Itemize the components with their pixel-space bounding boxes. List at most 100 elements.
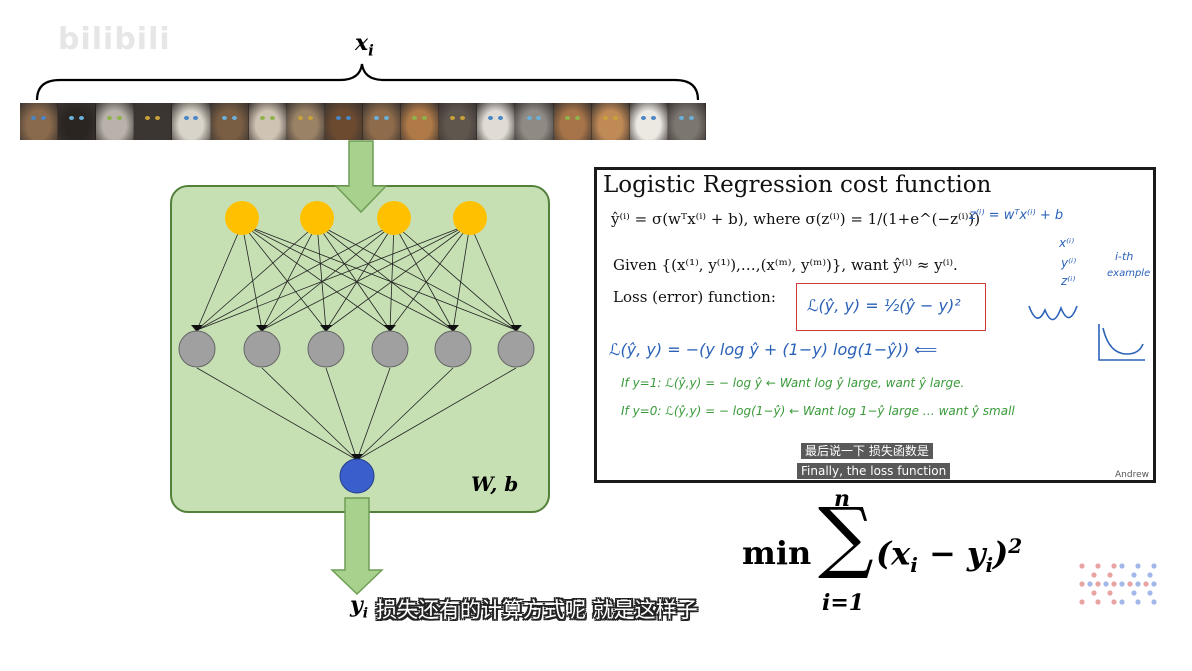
cat-eye: [498, 116, 504, 120]
logo-dot: [1119, 563, 1125, 569]
slide-subtitle-cn-wrap: 最后说一下 损失函数是: [801, 440, 933, 459]
loss-formula-box: ℒ(ŷ, y) = ½(ŷ − y)²: [796, 283, 986, 331]
edge-line: [325, 223, 471, 331]
input-node: [300, 201, 334, 235]
cat-image: [210, 103, 249, 140]
note-x: x⁽ⁱ⁾: [1059, 236, 1075, 250]
logo-dot: [1131, 590, 1137, 596]
note-zi: z⁽ⁱ⁾: [1061, 274, 1076, 288]
edge-line: [452, 223, 471, 331]
hidden-node: [434, 330, 472, 368]
logo-dot: [1111, 563, 1117, 569]
edge-line: [316, 223, 327, 331]
arrowhead-icon: [447, 325, 459, 332]
output-label-subscript: i: [362, 605, 369, 622]
cat-eye: [526, 116, 532, 120]
edge-line: [196, 223, 243, 331]
min-sum-formula: min n ∑ i=1 (xi − yi)2: [742, 482, 1062, 622]
slide-given-line: Given {(x⁽¹⁾, y⁽¹⁾),…,(x⁽ᵐ⁾, y⁽ᵐ⁾)}, wan…: [613, 256, 958, 274]
input-arrow-icon: [334, 140, 388, 214]
hidden-node: [307, 330, 345, 368]
note-y: y⁽ⁱ⁾: [1061, 256, 1077, 270]
cat-image: [324, 103, 363, 140]
output-node: [339, 458, 375, 494]
hidden-node: [243, 330, 281, 368]
note-ith: i-th: [1115, 250, 1134, 263]
cat-eye: [183, 116, 189, 120]
cat-eye: [602, 116, 608, 120]
cat-eye: [612, 116, 618, 120]
sum-icon: ∑: [818, 492, 874, 582]
output-arrow-icon: [330, 497, 384, 596]
logo-dot: [1127, 581, 1133, 587]
handwritten-sketches: [1028, 305, 1145, 361]
cat-eye: [688, 116, 694, 120]
logo-dot: [1147, 572, 1153, 578]
logo-dot: [1147, 590, 1153, 596]
channel-logo-icon: [1079, 563, 1157, 605]
slide-cross-entropy-loss: ℒ(ŷ, y) = −(y log ŷ + (1−y) log(1−ŷ)) ⟸: [609, 340, 938, 359]
formula-body-x: (x: [876, 534, 911, 573]
formula-upper-limit: n: [834, 486, 850, 512]
slide-subtitle-en: Finally, the loss function: [797, 463, 951, 479]
cat-image: [667, 103, 706, 140]
arrowhead-icon: [191, 325, 203, 332]
formula-body-minus: − y: [917, 534, 986, 573]
cat-eye: [336, 116, 341, 120]
input-label: xi: [355, 30, 374, 59]
hidden-node: [371, 330, 409, 368]
logo-dot: [1103, 581, 1109, 587]
output-label: yi: [350, 592, 368, 621]
slide-title: Logistic Regression cost function: [603, 172, 992, 198]
arrowhead-icon: [256, 325, 268, 332]
arrowhead-icon: [320, 325, 332, 332]
edge-line: [356, 367, 391, 461]
cat-eye: [307, 116, 313, 120]
edge-line: [389, 223, 395, 331]
logo-dot: [1107, 590, 1113, 596]
cat-image: [134, 103, 173, 140]
edge-line: [196, 223, 318, 331]
edge-line: [261, 367, 358, 461]
formula-body-tail: ): [993, 534, 1009, 573]
output-label-y: y: [350, 592, 363, 618]
input-node: [377, 201, 411, 235]
cat-eye: [345, 116, 351, 120]
edge-line: [196, 367, 358, 461]
edge-line: [469, 223, 517, 331]
cat-eye: [297, 116, 303, 120]
edge-line: [356, 367, 454, 461]
logo-dot: [1091, 590, 1097, 596]
edge-line: [196, 223, 471, 331]
edge-line: [316, 223, 391, 331]
edge-line: [325, 367, 358, 461]
edge-line: [241, 223, 327, 331]
cat-eye: [221, 116, 227, 120]
cat-image: [439, 103, 478, 140]
cat-eye: [374, 116, 380, 120]
formula-sub-1: i: [910, 553, 918, 578]
edge-line: [316, 223, 454, 331]
logo-dot: [1151, 581, 1157, 587]
logo-dot: [1107, 572, 1113, 578]
cat-image: [20, 103, 59, 140]
note-example: example: [1107, 268, 1151, 279]
edge-line: [356, 367, 517, 461]
cat-eye: [145, 116, 151, 120]
cat-eye: [193, 116, 199, 120]
cat-eye: [269, 116, 275, 120]
arrowhead-icon: [351, 454, 363, 461]
cat-image: [96, 103, 135, 140]
edge-line: [241, 223, 263, 331]
note-z: z⁽ⁱ⁾ = wᵀx⁽ⁱ⁾ + b: [969, 208, 1064, 223]
logo-dot: [1079, 599, 1085, 605]
edge-line: [261, 223, 318, 331]
cat-eye: [107, 116, 113, 120]
params-label: W, b: [471, 472, 519, 496]
edge-line: [261, 223, 395, 331]
cat-eye: [460, 116, 466, 120]
logo-dot: [1087, 581, 1093, 587]
cat-image: [58, 103, 97, 140]
logo-dot: [1111, 581, 1117, 587]
